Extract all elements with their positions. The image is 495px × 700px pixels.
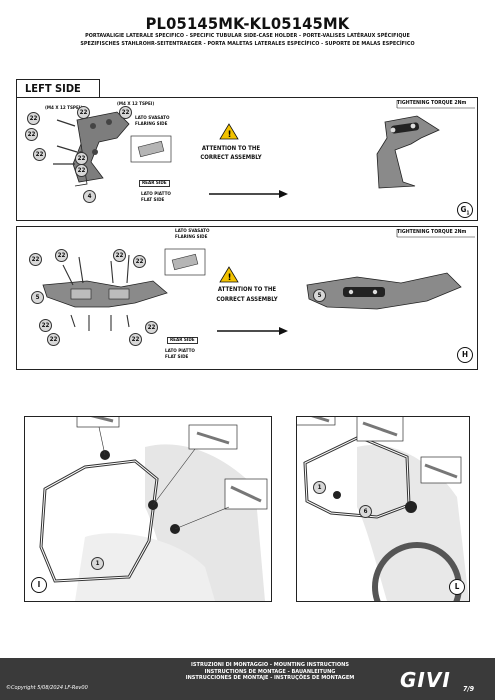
- step-h-attention-1: ATTENTION TO THE: [217, 286, 277, 293]
- part-22-badge: 22: [39, 319, 52, 332]
- step-g-marker: G1: [457, 202, 473, 218]
- step-g-rear-side: REAR SIDE: [139, 180, 170, 188]
- step-h-marker: H: [457, 347, 473, 363]
- part-4-badge: 4: [83, 190, 96, 203]
- givi-logo: GIVI: [400, 668, 451, 692]
- step-l-panel: 6 1 L: [296, 416, 470, 602]
- step-g-attention-2: CORRECT ASSEMBLY: [200, 154, 262, 161]
- page-number: 7/9: [463, 685, 475, 693]
- part-5-badge: 5: [313, 289, 326, 302]
- step-g-letter: G: [460, 205, 467, 214]
- step-h-flared-2: FLARING SIDE: [175, 235, 208, 240]
- svg-text:!: !: [228, 273, 232, 283]
- left-side-label: LEFT SIDE: [25, 82, 81, 95]
- part-22-badge: 22: [47, 333, 60, 346]
- part-22-badge: 22: [119, 106, 132, 119]
- step-g-screw-1: (M4 X 12 TSPEI): [45, 106, 83, 111]
- step-g-flat-2: FLAT SIDE: [141, 198, 165, 203]
- copyright-text: ©Copyright 5/08/2024 LF-Rev00: [6, 685, 88, 691]
- step-h-panel: ! TIGHTENING TORQUE 2Nm ATTENTION TO THE…: [16, 226, 478, 370]
- part-22-badge: 22: [129, 333, 142, 346]
- part-6-badge: 6: [359, 505, 372, 518]
- part-22-badge: 22: [25, 128, 38, 141]
- left-side-label-box: LEFT SIDE: [16, 79, 100, 99]
- part-22-badge: 22: [113, 249, 126, 262]
- part-22-badge: 22: [27, 112, 40, 125]
- instructions-line-3: INSTRUCCIONES DE MONTAJE - INSTRUÇÕES DE…: [185, 675, 355, 681]
- step-g-screw-2: (M4 X 12 TSPEI): [117, 102, 155, 107]
- step-h-attention-2: CORRECT ASSEMBLY: [216, 296, 278, 303]
- part-22-badge: 22: [75, 164, 88, 177]
- step-i-marker: I: [31, 577, 47, 593]
- step-i-drawing: [39, 417, 268, 601]
- step-g-flared-2: FLARING SIDE: [135, 122, 168, 127]
- page-title: PL05145MK-KL05145MK: [145, 14, 350, 33]
- page-footer: ©Copyright 5/08/2024 LF-Rev00 ISTRUZIONI…: [0, 658, 495, 700]
- step-g-panel: ! TIGHTENING TORQUE 2Nm ATTENTION TO THE…: [16, 97, 478, 221]
- step-i-panel: 1 I: [24, 416, 272, 602]
- part-22-badge: 22: [33, 148, 46, 161]
- step-g-attention-1: ATTENTION TO THE: [201, 145, 261, 152]
- part-1-badge: 1: [91, 557, 104, 570]
- step-l-letter: L: [454, 582, 460, 591]
- instructions-line-2: INSTRUCTIONS DE MONTAGE - BAUANLEITUNG: [204, 668, 336, 675]
- step-i-letter: I: [37, 580, 41, 589]
- part-22-badge: 22: [77, 106, 90, 119]
- step-h-flared-1: LATO SVASATO: [175, 229, 210, 234]
- part-5-badge: 5: [31, 291, 44, 304]
- svg-text:!: !: [228, 130, 232, 140]
- step-h-flat-2: FLAT SIDE: [165, 355, 189, 360]
- step-g-sub: 1: [466, 210, 470, 217]
- step-l-marker: L: [449, 579, 465, 595]
- step-h-drawing: !: [42, 229, 475, 335]
- subtitle-line-1: PORTAVALIGIE LATERALE SPECIFICO - SPECIF…: [85, 33, 410, 39]
- part-22-badge: 22: [133, 255, 146, 268]
- step-h-rear-side: REAR SIDE: [167, 337, 198, 345]
- step-h-torque: TIGHTENING TORQUE 2Nm: [397, 229, 467, 235]
- instructions-line-1: ISTRUZIONI DI MONTAGGIO - MOUNTING INSTR…: [191, 662, 349, 668]
- step-h-letter: H: [461, 350, 469, 359]
- instructions-block: ISTRUZIONI DI MONTAGGIO - MOUNTING INSTR…: [170, 662, 370, 682]
- subtitle-line-2: SPEZIFISCHES STAHLROHR-SEITENTRAEGER - P…: [80, 40, 415, 47]
- part-1-badge: 1: [313, 481, 326, 494]
- step-g-flat-1: LATO PIATTO: [141, 192, 171, 197]
- part-22-badge: 22: [55, 249, 68, 262]
- step-h-flat-1: LATO PIATTO: [165, 349, 195, 354]
- page-header: PL05145MK-KL05145MK PORTAVALIGIE LATERAL…: [0, 0, 495, 48]
- step-g-drawing: !: [53, 100, 475, 198]
- part-22-badge: 22: [145, 321, 158, 334]
- step-g-torque: TIGHTENING TORQUE 2Nm: [397, 100, 467, 106]
- part-22-badge: 22: [29, 253, 42, 266]
- step-l-drawing: [297, 417, 469, 601]
- step-g-flared-1: LATO SVASATO: [135, 116, 170, 121]
